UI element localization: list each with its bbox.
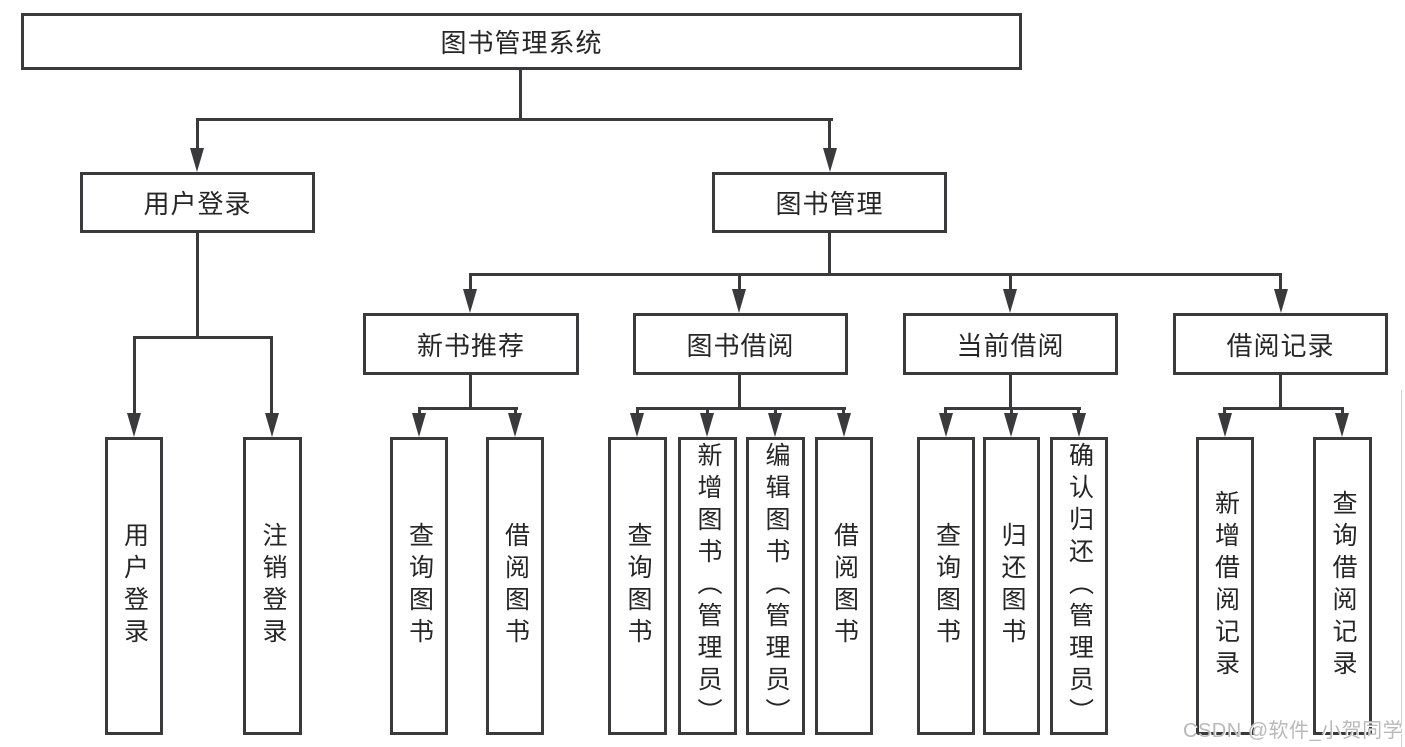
arrow-down-icon [508,413,522,437]
arrow-down-icon [1003,289,1017,313]
node-user-login: 用户登录 [80,172,315,233]
connector-line [133,336,273,339]
arrow-down-icon [837,413,851,437]
connector-line [469,375,472,409]
leaf-query-books-current: 查询图书 [917,437,975,735]
leaf-user-login: 用户登录 [105,437,163,735]
connector-line [706,407,709,417]
arrow-down-icon [1335,413,1349,437]
node-book-management: 图书管理 [712,172,947,233]
arrow-down-icon [630,413,644,437]
connector-line [738,375,741,409]
connector-line [1341,407,1344,417]
connector-line [1009,375,1012,409]
arrow-down-icon [1218,413,1232,437]
arrow-down-icon [265,413,279,437]
connector-line [196,118,833,121]
leaf-borrow-books-recommend: 借阅图书 [486,437,544,735]
connector-line [828,118,831,150]
connector-line [1223,407,1344,410]
node-new-book-recommend: 新书推荐 [363,313,579,375]
connector-line [1279,375,1282,409]
arrow-down-icon [768,413,782,437]
connector-line [636,407,639,417]
arrow-down-icon [1072,413,1086,437]
connector-line [738,273,741,291]
connector-line [636,407,846,410]
connector-line [469,273,1282,276]
arrow-down-icon [1004,413,1018,437]
connector-line [418,407,518,410]
page-edge-line [1401,390,1402,747]
csdn-watermark: CSDN @软件_小贺同学 [1183,720,1404,742]
node-current-borrowing: 当前借阅 [903,313,1118,375]
arrow-down-icon [1274,289,1288,313]
leaf-query-books-recommend: 查询图书 [390,437,448,735]
connector-line [133,336,136,415]
connector-line [842,407,845,417]
connector-line [944,407,947,417]
connector-line [1010,407,1013,417]
leaf-add-borrow-record: 新增借阅记录 [1196,437,1254,735]
connector-line [514,407,517,417]
node-book-borrowing: 图书借阅 [633,313,848,375]
arrow-down-icon [127,413,141,437]
node-borrowing-records: 借阅记录 [1173,313,1388,375]
arrow-down-icon [700,413,714,437]
leaf-logout: 注销登录 [243,437,302,735]
arrow-down-icon [463,289,477,313]
connector-line [1223,407,1226,417]
arrow-down-icon [732,289,746,313]
connector-line [270,336,273,415]
connector-line [1009,273,1012,291]
leaf-confirm-return-admin: 确认归还（管理员） [1050,437,1108,735]
leaf-return-books: 归还图书 [983,437,1040,735]
connector-line [774,407,777,417]
connector-line [519,70,522,118]
arrow-down-icon [190,148,204,172]
leaf-query-books-borrowing: 查询图书 [608,437,667,735]
connector-line [418,407,421,417]
connector-line [469,273,472,291]
arrow-down-icon [412,413,426,437]
connector-line [1077,407,1080,417]
arrow-down-icon [823,148,837,172]
leaf-edit-books-admin: 编辑图书（管理员） [746,437,805,735]
leaf-borrow-books: 借阅图书 [815,437,873,735]
node-library-management-system: 图书管理系统 [21,13,1022,70]
arrow-down-icon [939,413,953,437]
leaf-add-books-admin: 新增图书（管理员） [678,437,737,735]
connector-line [196,118,199,150]
leaf-query-borrow-record: 查询借阅记录 [1313,437,1372,735]
connector-line [196,233,199,336]
connector-line [828,233,831,275]
connector-line [1279,273,1282,291]
